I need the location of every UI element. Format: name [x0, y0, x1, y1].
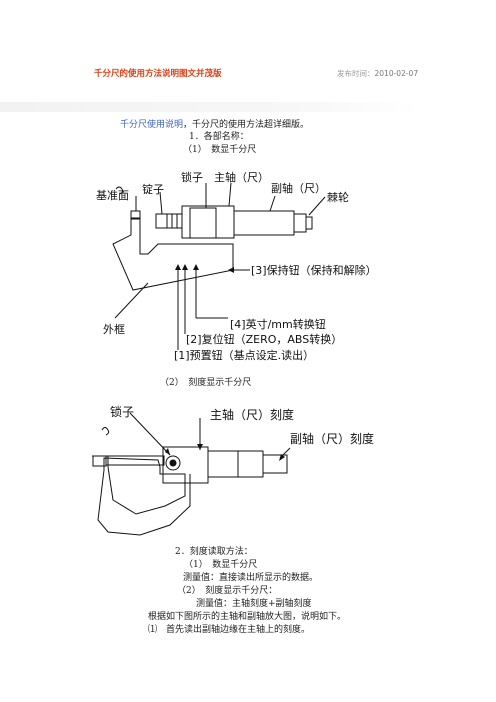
label-sleeve: 副轴（尺）: [271, 181, 326, 195]
ratchet: [305, 216, 313, 230]
lock-clamp: [189, 207, 217, 239]
intro-link[interactable]: 千分尺使用说明: [120, 120, 184, 130]
section2-step1: ⑴ 首先读出副轴边缘在主轴上的刻度。: [148, 625, 311, 635]
label-unit-button: [4]英寸/mm转换钮: [230, 317, 326, 331]
anvil-2: [105, 455, 165, 466]
label-lock-2: 锁子: [110, 404, 134, 419]
anvil: [155, 213, 183, 229]
section2-item2: （2） 刻度显示千分尺：: [177, 586, 278, 596]
label-preset-button: [1]预置钮（基点设定.读出）: [174, 348, 314, 362]
digital-micrometer-diagram: 基准面 锭子 锁子 主轴（尺） 副轴（尺） 棘轮 [3]保持钮（保持和解除） […: [96, 170, 377, 362]
label-spindle: 主轴（尺）: [214, 170, 269, 184]
section1-title: 1．各部名称：: [189, 132, 249, 142]
label-hold-button: [3]保持钮（保持和解除）: [251, 263, 377, 277]
thimble-2: [262, 454, 288, 474]
header-divider: [0, 102, 420, 112]
section2-title: 2．刻度读取方法：: [175, 547, 253, 557]
section2-note: 根据如下图所示的主轴和副轴放大图，说明如下。: [148, 612, 347, 622]
scale-micrometer-diagram: 锁子 主轴（尺）刻度 副轴（尺）刻度: [92, 404, 374, 536]
article-title[interactable]: 千分尺的使用方法说明图文并茂版: [94, 69, 222, 79]
publish-date-value: 2010-02-07: [374, 69, 419, 78]
sleeve-2: [237, 450, 264, 478]
label-zero-button: [2]复位钮（ZERO，ABS转换）: [186, 332, 342, 346]
label-ratchet: 棘轮: [327, 190, 349, 204]
label-lock: 锁子: [181, 170, 203, 184]
section1-item1: （1） 数显千分尺: [183, 145, 257, 155]
spindle-2: [207, 450, 239, 478]
section1-item2: （2） 刻度显示千分尺: [160, 378, 252, 388]
label-anvil: 锭子: [142, 182, 164, 196]
section2-item2-desc: 测量值：主轴刻度+副轴刻度: [196, 599, 312, 609]
label-frame: 外框: [103, 323, 125, 336]
publish-date-label: 发布时间：: [337, 69, 375, 78]
publish-date: 发布时间：2010-02-07: [337, 68, 418, 79]
lock-knob-2: [165, 455, 181, 471]
intro-text: ，千分尺的使用方法超详细版。: [183, 120, 310, 130]
section2-item1-desc: 测量值：直接读出所显示的数据。: [183, 573, 319, 583]
micrometer-frame: [112, 217, 234, 291]
micrometer-frame-2: [92, 455, 191, 536]
section2-item1: （1） 数显千分尺: [184, 560, 258, 570]
sleeve: [233, 210, 295, 236]
thimble: [293, 213, 307, 233]
label-reference-face: 基准面: [96, 189, 129, 202]
intro-line: 千分尺使用说明，千分尺的使用方法超详细版。: [120, 120, 309, 131]
label-spindle-scale: 主轴（尺）刻度: [210, 407, 294, 422]
label-sleeve-scale: 副轴（尺）刻度: [290, 431, 374, 446]
